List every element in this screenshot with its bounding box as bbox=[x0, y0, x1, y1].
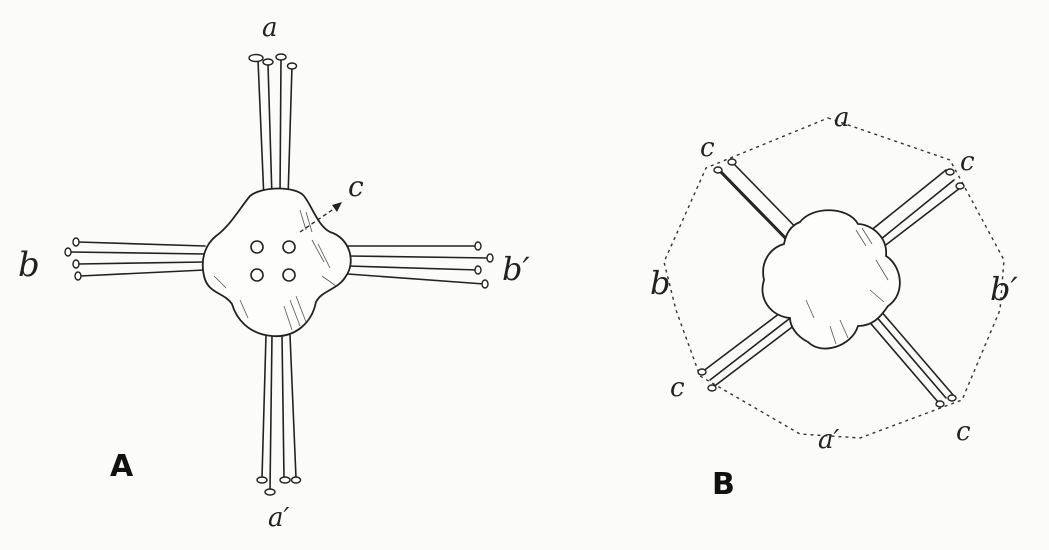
label-a-left: b bbox=[18, 245, 40, 285]
rods-bl-b bbox=[697, 303, 805, 392]
label-b-bottom: a′ bbox=[818, 425, 840, 455]
embryo-body-a bbox=[201, 187, 352, 337]
rods-left-a bbox=[64, 237, 206, 281]
panel-label-a: A bbox=[110, 449, 134, 484]
body-shading-a bbox=[213, 209, 337, 331]
label-a-top: a bbox=[262, 13, 278, 43]
label-a-right: b′ bbox=[502, 250, 530, 288]
rods-br-b bbox=[865, 309, 957, 408]
label-b-corner-bl: c bbox=[670, 373, 685, 403]
label-b-right: b′ bbox=[990, 270, 1018, 308]
arrow-c-a bbox=[299, 202, 342, 233]
rods-right-a bbox=[347, 241, 494, 289]
rods-top-a bbox=[248, 53, 298, 201]
figure-b: a a′ b b′ c c c c B bbox=[650, 103, 1018, 502]
embryo-body-b bbox=[761, 209, 901, 350]
body-shading-b bbox=[805, 227, 889, 345]
label-b-corner-tl: c bbox=[700, 133, 715, 163]
holes-a bbox=[250, 240, 296, 282]
label-a-arrow: c bbox=[348, 170, 364, 203]
panel-label-b: B bbox=[712, 467, 735, 502]
label-b-corner-br: c bbox=[956, 417, 971, 447]
label-b-corner-tr: c bbox=[960, 147, 975, 177]
rods-bottom-a bbox=[256, 334, 302, 496]
rods-tr-b bbox=[863, 168, 965, 255]
label-b-left: b bbox=[650, 264, 670, 302]
figure-a: a a′ b b′ c A bbox=[18, 13, 530, 533]
label-a-bottom: a′ bbox=[268, 503, 290, 533]
label-b-top: a bbox=[834, 103, 850, 133]
